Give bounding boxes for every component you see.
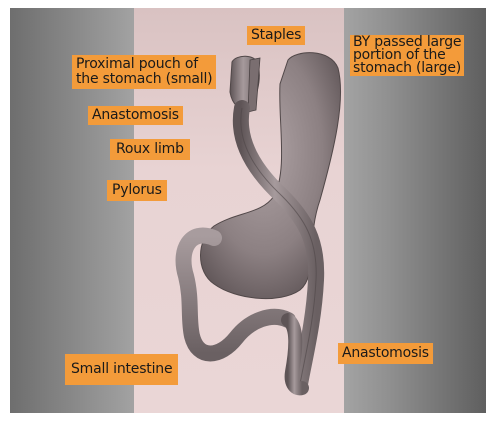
label-pylorus: Pylorus bbox=[107, 180, 167, 201]
label-proximal-pouch: Proximal pouch of the stomach (small) bbox=[72, 55, 216, 89]
staple-line bbox=[248, 58, 260, 112]
label-roux-limb: Roux limb bbox=[110, 139, 190, 160]
label-bypassed-stomach: BY passed large portion of the stomach (… bbox=[350, 35, 464, 76]
label-anastomosis-lower: Anastomosis bbox=[338, 343, 433, 364]
label-small-intestine: Small intestine bbox=[65, 354, 178, 385]
label-staples: Staples bbox=[247, 26, 305, 45]
label-anastomosis-upper: Anastomosis bbox=[88, 106, 183, 125]
